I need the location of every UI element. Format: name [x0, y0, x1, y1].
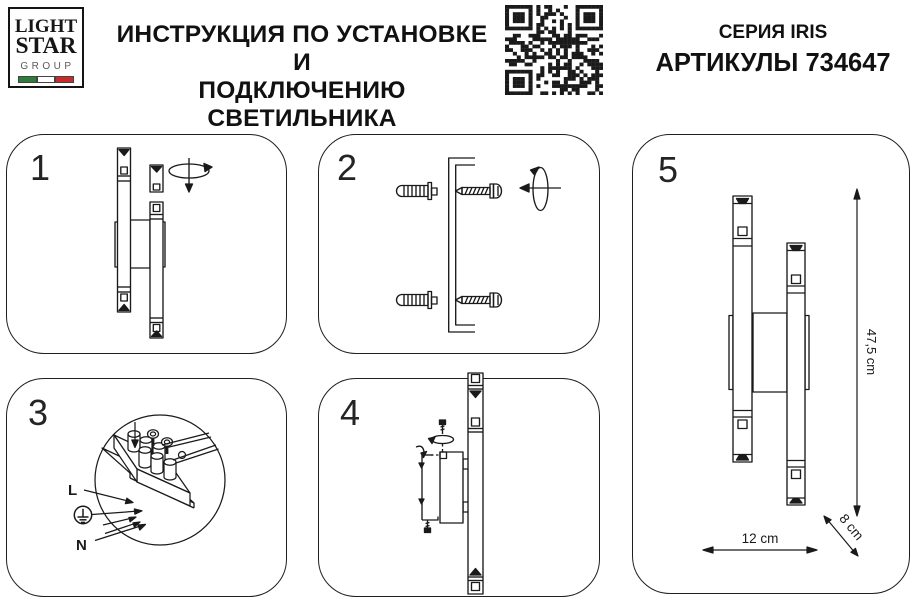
screw-icon-bottom	[454, 292, 503, 308]
step-panel-4	[318, 378, 600, 597]
wall-anchor-icon-bottom	[395, 290, 438, 310]
mounting-bracket	[448, 157, 475, 333]
height-dimension-label: 47,5 cm	[864, 329, 879, 375]
step-number-2: 2	[337, 147, 358, 188]
logo-word-group: GROUP	[20, 60, 75, 72]
page-title: ИНСТРУКЦИЯ ПО УСТАНОВКЕ И ПОДКЛЮЧЕНИЮ СВ…	[113, 21, 491, 133]
step-panel-5	[632, 134, 910, 594]
screw-icon-top	[454, 183, 503, 199]
qr-code	[505, 5, 603, 95]
page-title-line2: ПОДКЛЮЧЕНИЮ СВЕТИЛЬНИКА	[198, 77, 406, 132]
diffuser-tube-left	[732, 195, 753, 463]
italian-flag-icon	[18, 75, 75, 83]
depth-dimension-label: 8 cm	[836, 511, 866, 543]
height-dimension-arrow	[853, 188, 861, 517]
step-panel-2	[318, 134, 600, 354]
logo-word-light: LIGHT	[14, 16, 78, 37]
live-wire-label: L	[68, 482, 77, 499]
step-panel-3	[6, 378, 287, 597]
width-dimension-label: 12 cm	[742, 531, 779, 546]
step-number-5: 5	[658, 149, 679, 190]
screw-rotation-arrow-icon	[519, 166, 561, 212]
locking-screw-top	[427, 419, 455, 456]
flag-white	[36, 75, 56, 83]
lamp-disassembly-illustration	[114, 147, 213, 339]
wire-leader-arrows	[83, 489, 147, 542]
step-number-3: 3	[28, 392, 49, 433]
diffuser-tube-right	[149, 201, 164, 339]
supply-wires	[161, 432, 219, 464]
step-panel-1	[6, 134, 287, 354]
flag-red	[55, 75, 75, 83]
flag-green	[18, 75, 37, 83]
neutral-wire-label: N	[76, 537, 87, 554]
page-title-line1: ИНСТРУКЦИЯ ПО УСТАНОВКЕ И	[116, 21, 488, 76]
step-number-4: 4	[340, 392, 361, 433]
diffuser-tube-left	[116, 147, 132, 313]
diffuser-tube-right	[786, 242, 806, 506]
fixture-tube-side-view	[467, 372, 484, 595]
lightstar-logo: LIGHT STAR GROUP	[8, 7, 84, 88]
bracket-mounting-illustration	[415, 372, 484, 595]
detached-tube-cap	[149, 164, 164, 193]
logo-word-star: STAR	[15, 33, 77, 59]
unscrew-rotation-arrow-icon	[168, 158, 213, 193]
locking-screw-bottom	[423, 520, 432, 534]
insert-down-arrow-icon	[131, 422, 139, 449]
width-dimension-arrow	[702, 546, 818, 554]
detail-zoom-circle	[94, 414, 226, 546]
series-label: СЕРИЯ IRIS	[718, 22, 828, 43]
canopy-side-view	[439, 451, 470, 524]
wall-bracket-side-view	[415, 445, 439, 521]
dimensions-illustration: 47,5 cm 12 cm 8 cm	[702, 188, 879, 557]
wiring-connection-illustration: L N	[68, 414, 226, 554]
wall-anchor-icon-top	[395, 181, 438, 201]
mounting-hardware-illustration	[395, 157, 561, 333]
ground-icon	[73, 505, 93, 525]
terminal-barrels	[127, 430, 177, 481]
article-number: АРТИКУЛЫ 734647	[655, 49, 891, 77]
depth-dimension-arrow	[823, 515, 859, 557]
step-number-1: 1	[30, 147, 51, 188]
